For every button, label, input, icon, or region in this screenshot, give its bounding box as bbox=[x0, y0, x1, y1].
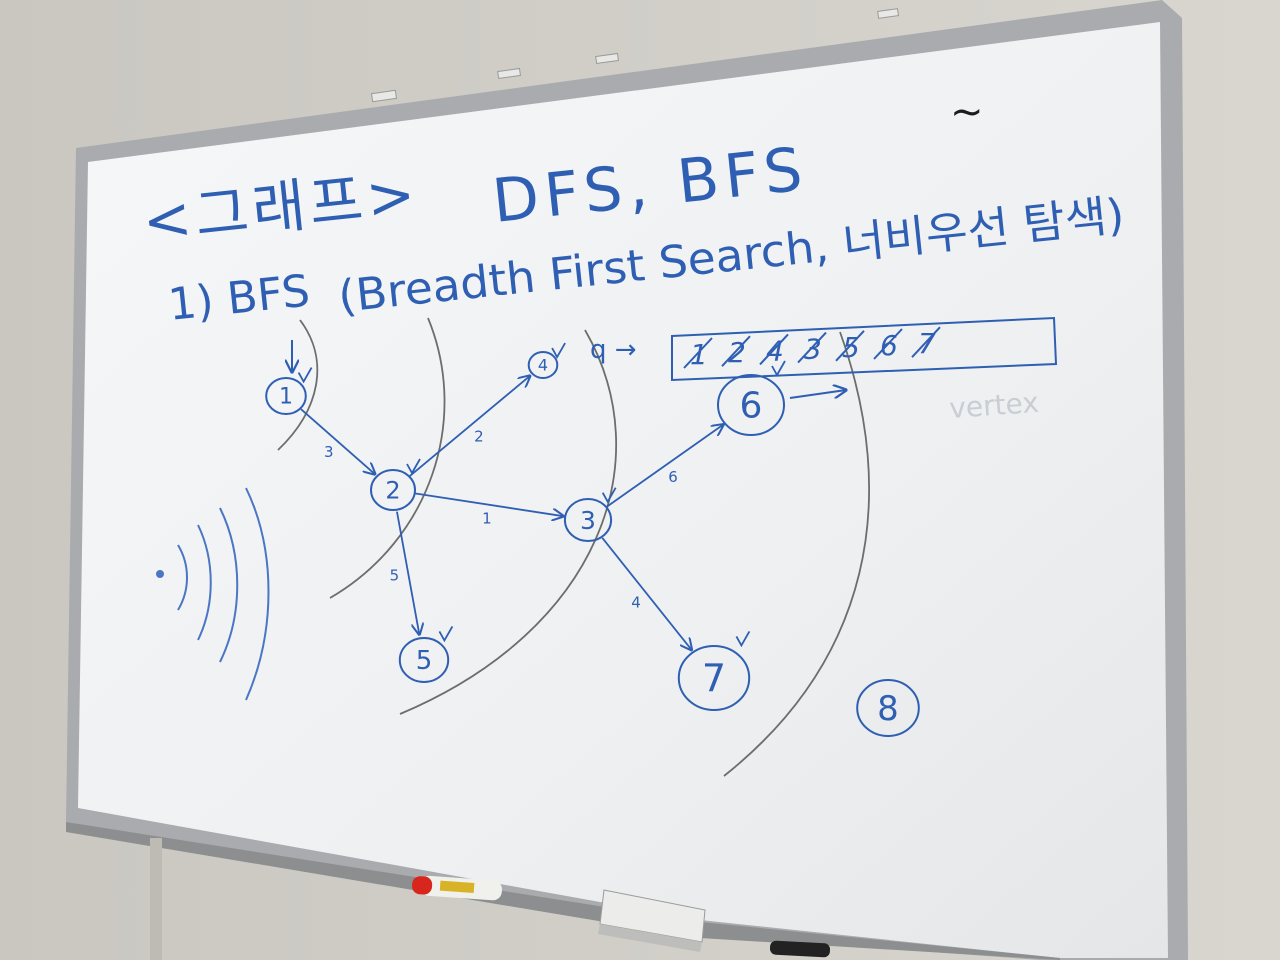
graph-node-1: 1 bbox=[265, 367, 313, 415]
queue-item: 5 bbox=[842, 331, 860, 364]
node-circle bbox=[563, 498, 613, 542]
node-label: 4 bbox=[538, 355, 548, 374]
visited-check-icon bbox=[735, 630, 751, 648]
whiteboard-surface bbox=[78, 22, 1168, 958]
edge-weight-label: 3 bbox=[324, 443, 334, 461]
queue-strike-mark bbox=[683, 337, 713, 369]
visited-check-icon bbox=[438, 625, 454, 643]
wave-marks bbox=[156, 487, 270, 701]
graph-node-6: 6 bbox=[717, 360, 786, 436]
queue-label: q → bbox=[590, 335, 637, 365]
node-label: 6 bbox=[740, 386, 763, 427]
node-label: 3 bbox=[580, 506, 596, 535]
graph-edge-1-2 bbox=[300, 408, 375, 474]
node-circle bbox=[527, 351, 559, 379]
graph-node-4: 4 bbox=[527, 342, 566, 379]
graph-node-8: 8 bbox=[856, 679, 920, 737]
queue-item: 7 bbox=[918, 327, 936, 360]
node-circle bbox=[370, 469, 416, 511]
eraser bbox=[598, 889, 706, 952]
visited-check-icon bbox=[601, 487, 617, 504]
edge-weight-label: 5 bbox=[390, 567, 400, 585]
queue-item: 1 bbox=[690, 338, 708, 371]
graph-edge-3-7 bbox=[601, 537, 691, 650]
node-label: 5 bbox=[416, 646, 433, 676]
queue-item: 2 bbox=[728, 336, 746, 369]
queue-item: 4 bbox=[766, 334, 784, 367]
corner-mark: ~ bbox=[950, 89, 984, 135]
node-label: 2 bbox=[385, 476, 400, 504]
node-circle bbox=[856, 679, 920, 737]
queue-strike-mark bbox=[721, 335, 751, 367]
edge-weight-label: 4 bbox=[631, 594, 641, 612]
node-circle bbox=[717, 374, 785, 436]
queue-strike-mark bbox=[873, 328, 903, 360]
queue-strike-mark bbox=[911, 326, 941, 358]
edge-weight-label: 1 bbox=[482, 510, 492, 528]
queue-item: 6 bbox=[880, 329, 898, 362]
graph-edge-2-4 bbox=[409, 376, 530, 477]
node-label: 1 bbox=[279, 385, 293, 410]
node-circle bbox=[265, 377, 307, 415]
node-label: 8 bbox=[877, 689, 899, 729]
queue-strike-mark bbox=[759, 333, 789, 366]
edge-weight-label: 6 bbox=[668, 468, 678, 486]
board-clips bbox=[370, 8, 900, 103]
graph-node-3: 3 bbox=[563, 487, 617, 542]
edge-weight-label: 2 bbox=[474, 428, 484, 446]
node6-out-arrow-icon bbox=[789, 390, 846, 399]
graph-nodes: 1 2 3 4 5 6 7 8 bbox=[265, 342, 920, 737]
node-circle bbox=[677, 645, 751, 711]
graph-node-7: 7 bbox=[677, 630, 751, 711]
graph-edges: 3 2 1 5 6 4 bbox=[292, 340, 846, 650]
queue-strike-mark bbox=[835, 330, 865, 362]
visited-check-icon bbox=[771, 360, 786, 377]
visited-check-icon bbox=[297, 367, 313, 384]
node-label: 7 bbox=[702, 656, 726, 700]
visited-check-icon bbox=[406, 458, 421, 475]
board-leg bbox=[150, 838, 162, 960]
queue-strike-mark bbox=[797, 331, 827, 364]
black-marker bbox=[769, 940, 831, 958]
queue-box bbox=[671, 316, 1058, 382]
graph-node-2: 2 bbox=[370, 458, 421, 511]
visited-check-icon bbox=[551, 342, 566, 359]
red-marker bbox=[412, 875, 502, 901]
queue-item: 3 bbox=[804, 333, 822, 366]
graph-edge-2-3 bbox=[414, 492, 564, 516]
graph-edge-2-5 bbox=[396, 511, 419, 635]
faint-erased-word: vertex bbox=[948, 386, 1040, 425]
graph-node-5: 5 bbox=[398, 625, 454, 683]
node-circle bbox=[398, 637, 450, 683]
graph-edge-3-6 bbox=[606, 425, 723, 508]
